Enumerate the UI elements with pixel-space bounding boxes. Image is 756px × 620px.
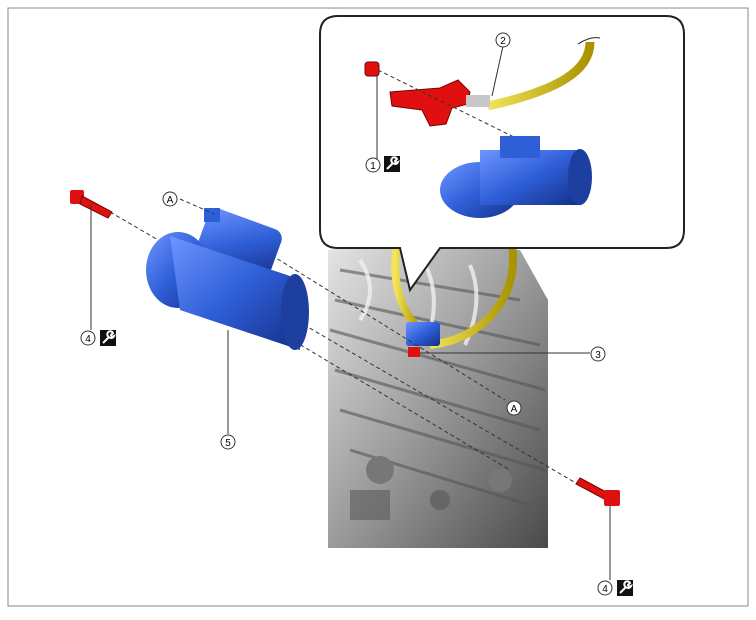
mounting-bolt-right	[575, 477, 620, 506]
svg-text:1: 1	[370, 161, 376, 172]
positive-cable	[487, 41, 595, 111]
torque-wrench-icon	[99, 329, 117, 347]
diagram-frame	[7, 7, 749, 607]
callout-3: 3	[590, 346, 606, 362]
callout-1: 1	[365, 155, 401, 173]
svg-text:4: 4	[602, 584, 608, 595]
positive-terminal-lug	[389, 79, 490, 127]
svg-text:3: 3	[595, 350, 601, 361]
svg-text:A: A	[167, 195, 174, 206]
torque-wrench-icon	[616, 579, 634, 597]
callout-2: 2	[495, 32, 511, 48]
callout-5: 5	[220, 434, 236, 450]
starter-detail	[440, 136, 592, 218]
reference-a-engine: A	[506, 400, 522, 416]
cable-lower-right	[429, 244, 518, 349]
reference-a-starter: A	[162, 191, 178, 207]
svg-text:A: A	[511, 404, 518, 415]
engine-block	[328, 240, 548, 548]
terminal-nut-1	[364, 61, 380, 77]
terminal-nut-3	[408, 347, 420, 357]
callout-4-right: 4	[597, 579, 634, 597]
svg-text:2: 2	[500, 36, 506, 47]
starter-motor	[146, 208, 309, 350]
torque-wrench-icon	[383, 155, 401, 173]
engine-connector	[406, 322, 440, 346]
svg-text:4: 4	[85, 334, 91, 345]
mounting-bolt-left	[70, 190, 113, 219]
callout-4-left: 4	[80, 329, 117, 347]
svg-text:5: 5	[225, 438, 231, 449]
